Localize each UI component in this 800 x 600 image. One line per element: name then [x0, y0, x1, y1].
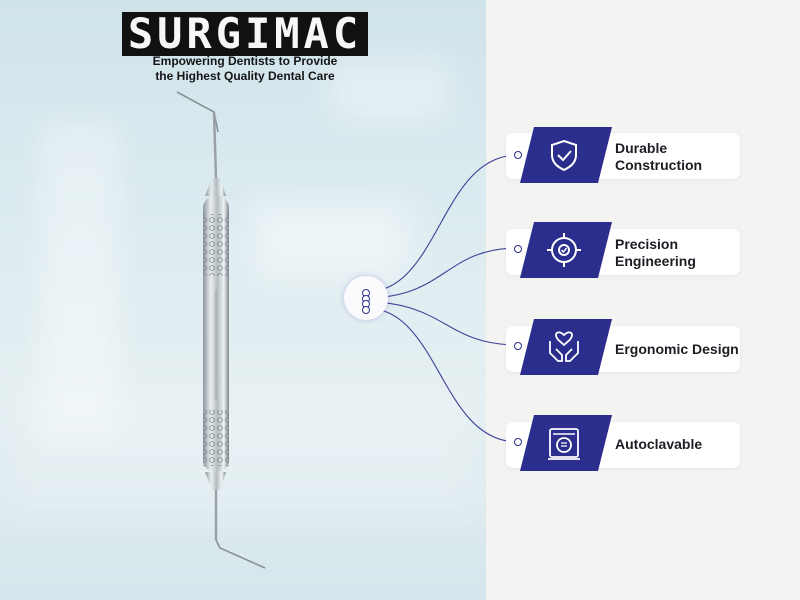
card-node	[514, 342, 522, 350]
feature-label-line: Construction	[615, 157, 703, 173]
card-node	[514, 245, 522, 253]
feature-badge	[520, 222, 612, 278]
shield-check-icon	[551, 139, 577, 172]
card-node	[514, 151, 522, 159]
feature-label: Ergonomic Design	[615, 341, 739, 358]
card-node	[514, 438, 522, 446]
feature-badge	[520, 127, 612, 183]
feature-badge	[520, 319, 612, 375]
feature-label-line: Engineering	[615, 253, 696, 269]
tagline-line-1: Empowering Dentists to Provide	[152, 54, 338, 68]
feature-label: Autoclavable	[615, 436, 702, 453]
tagline: Empowering Dentists to Provide the Highe…	[130, 54, 360, 84]
autoclave-icon	[548, 428, 580, 460]
hands-heart-icon	[549, 331, 579, 362]
feature-label-line: Durable	[615, 140, 668, 156]
feature-label-line: Ergonomic Design	[615, 341, 739, 357]
background-photo	[0, 0, 486, 600]
feature-badge	[520, 415, 612, 471]
feature-panel-background	[486, 0, 800, 600]
brand-name: SURGIMAC	[121, 12, 369, 56]
tagline-line-2: the Highest Quality Dental Care	[155, 69, 335, 83]
brand-logo: SURGIMAC	[100, 12, 390, 56]
hub-node	[362, 306, 370, 314]
feature-label-line: Autoclavable	[615, 436, 703, 452]
feature-label: Precision Engineering	[615, 236, 696, 270]
precision-target-icon	[547, 233, 581, 267]
feature-label: Durable Construction	[615, 140, 702, 174]
feature-label-line: Precision	[615, 236, 679, 252]
